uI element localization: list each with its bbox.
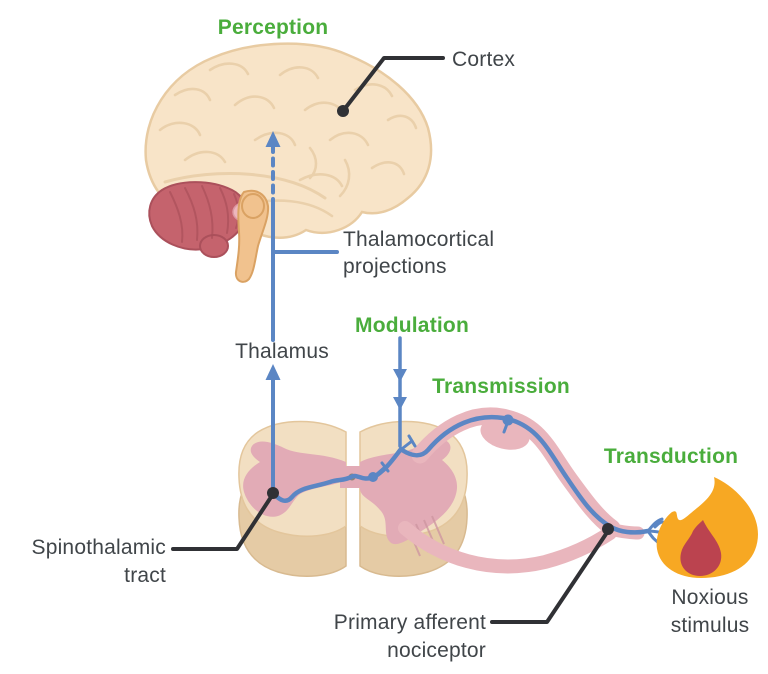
cortex-leader	[341, 56, 445, 113]
label-cortex: Cortex	[452, 48, 515, 71]
label-noxious-2: stimulus	[671, 614, 750, 637]
ganglion-stem	[502, 422, 509, 434]
cortex-dot	[337, 105, 349, 117]
stage-transmission: Transmission	[432, 375, 570, 398]
cerebellum-lobule	[199, 234, 229, 258]
cerebellum-folia	[169, 185, 240, 243]
label-thalamocortical-1: Thalamocortical	[343, 228, 494, 251]
spinothalamic-dot	[267, 487, 279, 499]
spinothalamic-leader	[171, 492, 275, 551]
ventral-root-band	[398, 521, 617, 574]
label-thalamus: Thalamus	[235, 340, 329, 363]
ganglion-soma	[502, 414, 514, 426]
label-thalamocortical-2: projections	[343, 255, 447, 278]
pons	[241, 193, 265, 219]
label-spinothalamic-2: tract	[124, 564, 166, 587]
stage-transduction: Transduction	[604, 445, 738, 468]
flame-inner	[680, 520, 722, 576]
label-primary-afferent-2: nociceptor	[387, 639, 486, 662]
stage-perception: Perception	[218, 16, 329, 39]
synapse-ball	[368, 472, 378, 482]
flame-icon	[656, 477, 758, 578]
synaptic-terminals	[375, 434, 417, 476]
thalamocortical-arrowhead	[265, 131, 281, 147]
spinothalamic-arrowhead	[265, 364, 281, 380]
brain-gyri	[158, 62, 418, 218]
modulation-arrowhead-2	[393, 397, 407, 410]
primary-afferent-dot	[602, 523, 614, 535]
stage-modulation: Modulation	[355, 314, 469, 337]
label-primary-afferent-1: Primary afferent	[334, 611, 486, 634]
dorsal-root-ganglion	[480, 418, 530, 450]
primary-afferent-leader	[490, 529, 610, 624]
modulation-arrowhead-1	[393, 369, 407, 382]
leader-lines	[171, 56, 614, 624]
label-spinothalamic-1: Spinothalamic	[31, 536, 166, 559]
label-noxious-1: Noxious	[671, 586, 748, 609]
